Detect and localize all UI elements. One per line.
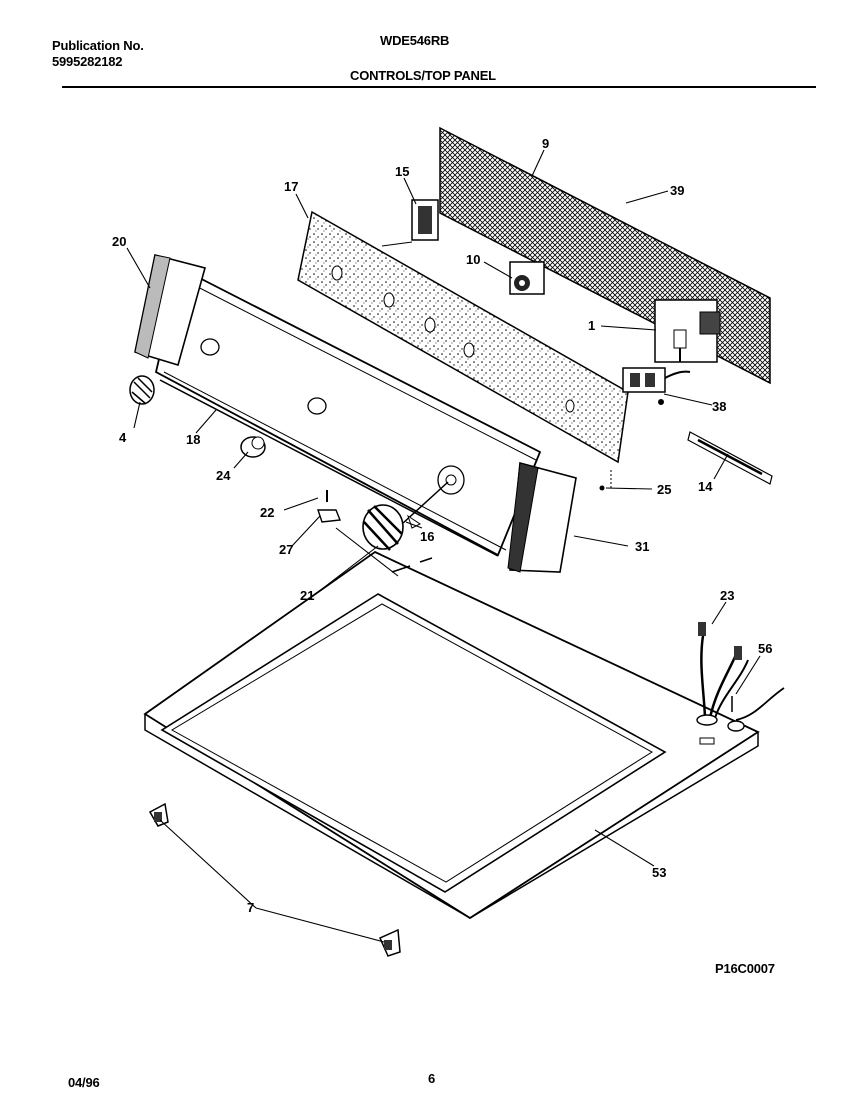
screw-and-clip: [317, 490, 341, 523]
callout-18: 18: [186, 432, 200, 447]
callout-16: 16: [420, 529, 434, 544]
right-end-cap: [507, 461, 577, 573]
callout-38: 38: [712, 399, 726, 414]
publication-number: 5995282182: [52, 54, 123, 69]
knob-round: [240, 436, 266, 458]
section-title: CONTROLS/TOP PANEL: [350, 68, 496, 83]
callout-17: 17: [284, 179, 298, 194]
knob-shaft: [401, 481, 449, 529]
knob-small: [129, 375, 155, 405]
page-number: 6: [428, 1071, 436, 1086]
top-panel: [143, 550, 760, 920]
callout-25: 25: [657, 482, 671, 497]
selector-switch: [509, 261, 545, 295]
wire-harness: [696, 622, 749, 726]
footer-date: 04/96: [68, 1075, 100, 1090]
callout-15: 15: [395, 164, 409, 179]
timer: [654, 299, 721, 363]
glide-rear: [379, 928, 401, 957]
model-number: WDE546RB: [380, 33, 450, 48]
callout-4: 4: [119, 430, 127, 445]
screw: [599, 470, 612, 491]
header-rule: [62, 86, 816, 88]
callout-1: 1: [588, 318, 595, 333]
callout-22: 22: [260, 505, 274, 520]
timer-knob: [362, 504, 404, 551]
callout-39: 39: [670, 183, 684, 198]
figure-code: P16C0007: [715, 961, 775, 976]
callout-31: 31: [635, 539, 649, 554]
callout-23: 23: [720, 588, 734, 603]
callout-14: 14: [698, 479, 713, 494]
power-cord: [727, 687, 785, 732]
left-end-cap: [134, 254, 206, 367]
glide-front: [148, 802, 169, 827]
publication-label: Publication No.: [52, 38, 144, 53]
callout-24: 24: [216, 468, 231, 483]
rear-mounting-plate: [297, 210, 629, 464]
leader-lines: [126, 149, 761, 943]
wire-jumper: [687, 431, 773, 485]
callout-9: 9: [542, 136, 549, 151]
callout-7: 7: [247, 900, 254, 915]
callout-10: 10: [466, 252, 480, 267]
callout-21: 21: [300, 588, 314, 603]
callout-53: 53: [652, 865, 666, 880]
terminal-block: [622, 367, 691, 405]
push-to-start-switch: [381, 199, 439, 247]
callout-27: 27: [279, 542, 293, 557]
callout-56: 56: [758, 641, 772, 656]
control-panel: [154, 266, 542, 557]
callout-20: 20: [112, 234, 126, 249]
